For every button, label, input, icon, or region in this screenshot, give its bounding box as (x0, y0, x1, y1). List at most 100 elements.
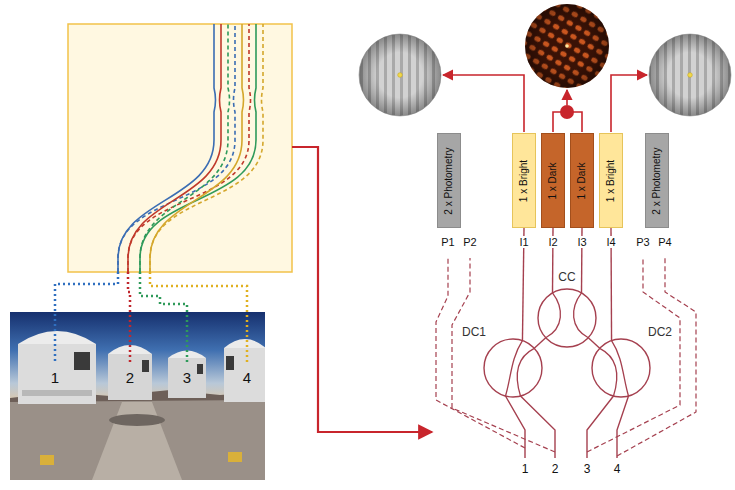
output-port-name: I1 (517, 236, 530, 248)
telescope-link (128, 272, 130, 364)
output-port-name: I3 (575, 236, 588, 248)
nulling-image (525, 4, 609, 88)
telescope-dome (18, 331, 96, 344)
output-port-name: P1 (439, 236, 456, 248)
box-label: 1 x Dark (547, 162, 559, 199)
zoom-arrow (292, 147, 432, 432)
coupler-circle: CC (537, 288, 597, 348)
combiner-dot (560, 105, 574, 119)
coupler-circle-outline (538, 289, 596, 347)
coupler-circle-outline (484, 339, 542, 397)
telescope-number: 4 (243, 370, 251, 387)
coupler-waveguide (600, 348, 617, 396)
rotated-text-holder: 1 x Bright (518, 159, 530, 201)
fringe-center (398, 73, 403, 78)
input-line (617, 396, 629, 458)
waveguide (118, 24, 216, 272)
photo-marker (40, 455, 54, 465)
box-label: 2 x Photometry (651, 147, 663, 214)
rotated-text-holder: 1 x Bright (605, 159, 617, 201)
coupler-outline (537, 288, 597, 348)
telescope-photo (10, 312, 265, 480)
bright-output-box: 1 x Bright (599, 133, 623, 228)
photometry-line-group (436, 258, 696, 456)
nulling-shade (525, 4, 609, 88)
fringe-shade (649, 34, 731, 116)
telescope-link (150, 272, 247, 364)
dark-output-line (573, 112, 582, 132)
coupler-waveguide (612, 341, 629, 396)
fringe-image (359, 34, 441, 116)
coupler-circle: DC2 (591, 338, 651, 398)
dark-output-box: 1 x Dark (570, 133, 594, 228)
telescope-link-group (55, 272, 247, 364)
photometry-box: 2 x Photometry (645, 133, 669, 228)
photo-platform (10, 400, 265, 480)
box-label: 1 x Bright (518, 159, 530, 201)
input-number: 3 (584, 463, 591, 476)
photo-marker (228, 452, 242, 462)
telescope-building (168, 358, 206, 398)
input-number: 2 (552, 463, 559, 476)
photo-sky (10, 312, 265, 407)
coupler-name: DC1 (462, 326, 486, 339)
waveguide (150, 24, 263, 272)
input-line-group (506, 396, 629, 458)
telescope-number: 3 (183, 370, 191, 387)
photometry-line (617, 258, 696, 456)
output-arrow (566, 90, 568, 105)
box-label: 1 x Bright (605, 159, 617, 201)
telescope-link (140, 272, 187, 364)
waveguide (128, 24, 221, 272)
input-line (521, 396, 556, 458)
waveguide-connector (588, 338, 599, 349)
fringe-image (649, 34, 731, 116)
input-line (506, 396, 526, 458)
photo-cover (109, 414, 165, 426)
telescope-link (55, 272, 118, 364)
telescope-building (18, 344, 96, 404)
coupler-outline (483, 338, 543, 398)
box-label: 1 x Dark (576, 162, 588, 199)
waveguide-connector (534, 338, 545, 349)
input-line (587, 396, 614, 458)
coupler-outline (591, 338, 651, 398)
telescope-window (226, 356, 234, 370)
output-arrow (611, 75, 647, 132)
photo-road (92, 402, 182, 480)
photometry-line (587, 258, 680, 452)
rotated-text-holder: 2 x Photometry (651, 147, 663, 214)
rotated-text-holder: 1 x Dark (547, 162, 559, 199)
coupler-circle: DC1 (483, 338, 543, 398)
telescope-window (142, 360, 149, 372)
telescope-window (74, 352, 90, 370)
coupler-name: DC2 (648, 326, 672, 339)
output-port-name: P2 (461, 236, 478, 248)
output-port-name: P4 (656, 236, 673, 248)
dark-output-box: 1 x Dark (541, 133, 565, 228)
input-number: 4 (614, 463, 621, 476)
output-port-name: P3 (634, 236, 651, 248)
input-number: 1 (522, 463, 529, 476)
telescope-building (224, 348, 265, 402)
output-arrow (443, 75, 524, 132)
telescope-base (22, 390, 92, 396)
telescope-window (197, 364, 203, 374)
photometry-line (436, 258, 525, 448)
telescope-number: 1 (51, 370, 59, 387)
rotated-text-holder: 2 x Photometry (443, 147, 455, 214)
output-arrow-group (443, 75, 647, 132)
waveguide (140, 24, 256, 272)
nulling-center (565, 44, 569, 48)
telescope-dome (224, 339, 265, 348)
telescope-number: 2 (126, 370, 134, 387)
bright-output-box: 1 x Bright (512, 133, 536, 228)
photometry-line (452, 258, 555, 452)
waveguide-group (118, 24, 263, 272)
coupler-circle-outline (592, 339, 650, 397)
fringe-shade (359, 34, 441, 116)
output-port-name: I2 (546, 236, 559, 248)
coupler-waveguide (574, 293, 589, 338)
photometry-box: 2 x Photometry (437, 133, 461, 228)
